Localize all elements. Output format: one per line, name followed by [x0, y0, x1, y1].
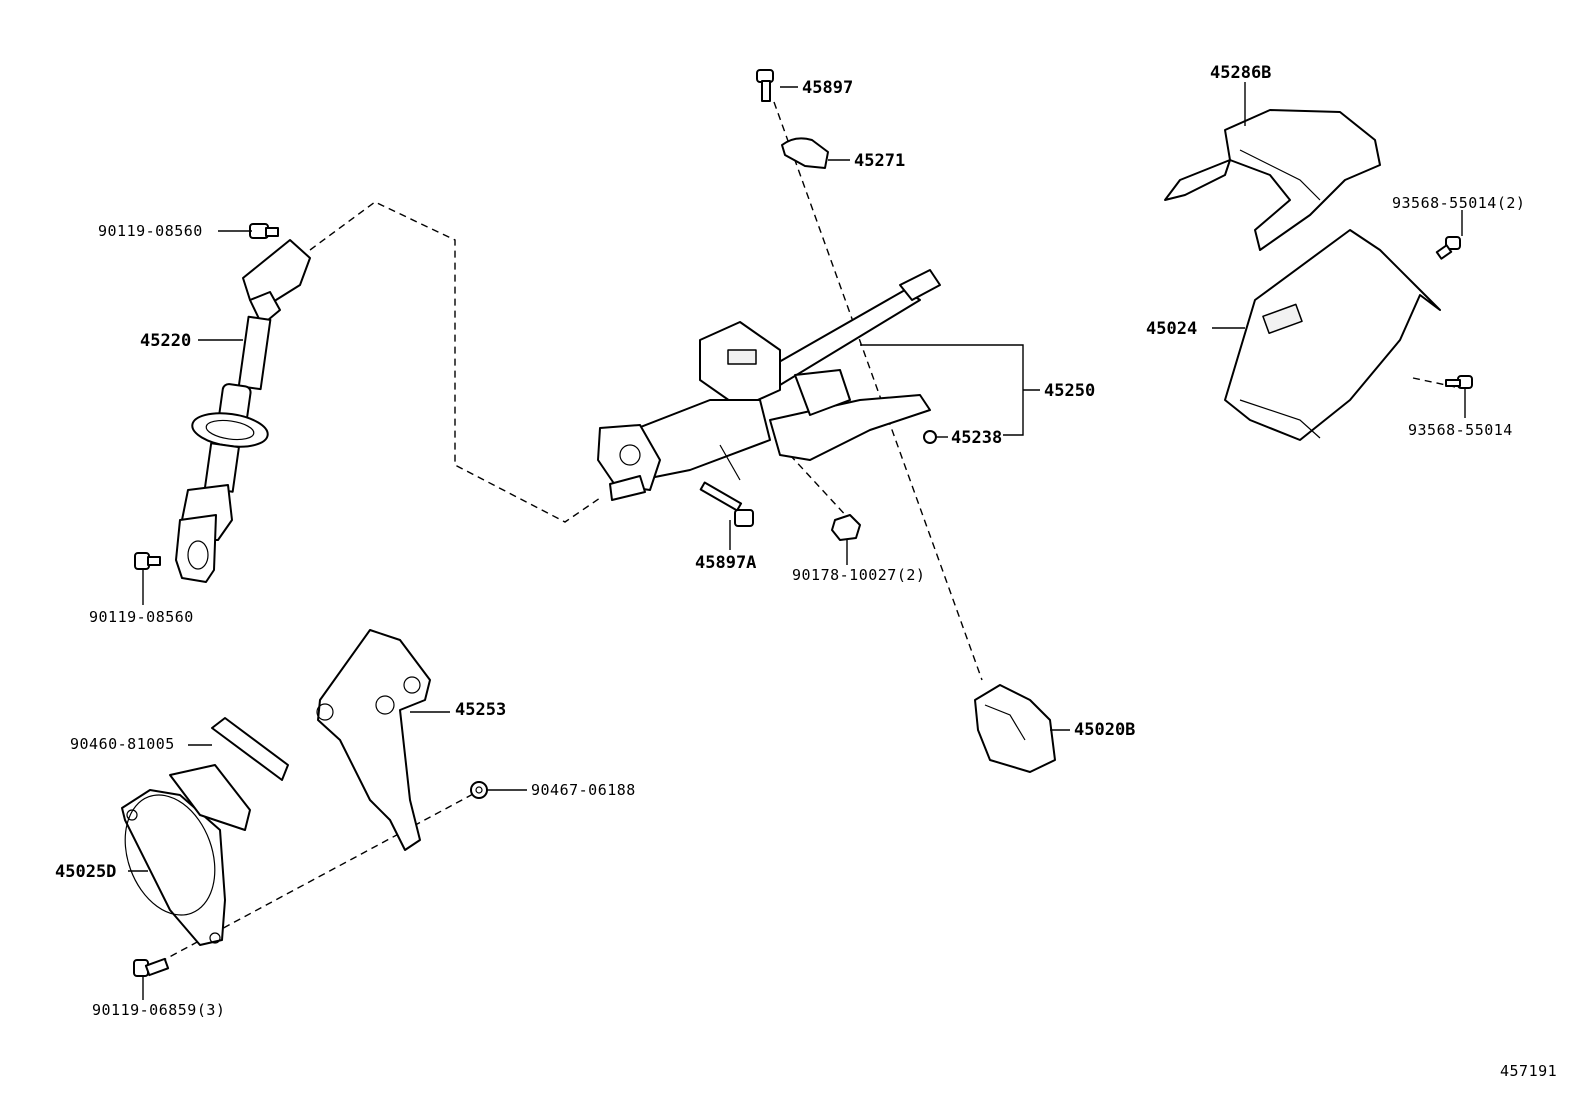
label-45025D: 45025D — [55, 862, 116, 882]
label-45024: 45024 — [1146, 319, 1197, 339]
bolt-90119-top-icon[interactable] — [249, 223, 279, 239]
bolt-90119-06859-icon[interactable] — [133, 957, 170, 977]
column-cover-lower-45024[interactable] — [1224, 229, 1441, 441]
label-45250: 45250 — [1044, 381, 1095, 401]
label-90460-81005: 90460-81005 — [70, 735, 175, 753]
bolt-45897A-icon[interactable] — [699, 481, 754, 527]
bolt-90119-bottom-icon[interactable] — [134, 552, 161, 570]
label-90467-06188: 90467-06188 — [531, 781, 636, 799]
connector-axis-top — [773, 101, 983, 681]
label-45897: 45897 — [802, 78, 853, 98]
label-90119-08560-bottom: 90119-08560 — [89, 608, 194, 626]
clip-90467-icon[interactable] — [470, 781, 488, 799]
column-bracket-45253[interactable] — [316, 629, 431, 851]
label-45271: 45271 — [854, 151, 905, 171]
intermediate-shaft-45220[interactable] — [175, 239, 311, 583]
bolt-45897-icon[interactable] — [756, 69, 774, 102]
screw-93568-lower-icon[interactable] — [1445, 375, 1473, 389]
label-45020B: 45020B — [1074, 720, 1135, 740]
clip-45271-icon[interactable] — [781, 137, 829, 169]
label-93568-55014: 93568-55014 — [1408, 421, 1513, 439]
label-45253: 45253 — [455, 700, 506, 720]
label-45238: 45238 — [951, 428, 1002, 448]
seal-90460-icon[interactable] — [211, 717, 289, 781]
column-cover-upper-45286B[interactable] — [1164, 109, 1381, 251]
connector-nut-90178 — [789, 454, 851, 521]
label-90119-06859-3: 90119-06859(3) — [92, 1001, 225, 1019]
dust-boot-45025D[interactable] — [109, 764, 251, 946]
nut-45238-icon[interactable] — [923, 430, 937, 444]
steering-column-45250[interactable] — [597, 269, 941, 501]
label-45897A: 45897A — [695, 553, 756, 573]
lock-housing-45020B[interactable] — [974, 684, 1056, 773]
label-45220: 45220 — [140, 331, 191, 351]
diagram-id: 457191 — [1500, 1062, 1557, 1080]
screw-93568-upper-icon[interactable] — [1435, 236, 1461, 260]
label-45286B: 45286B — [1210, 63, 1271, 83]
label-90119-08560-top: 90119-08560 — [98, 222, 203, 240]
label-90178-10027-2: 90178-10027(2) — [792, 566, 925, 584]
label-93568-55014-2: 93568-55014(2) — [1392, 194, 1525, 212]
nut-90178-icon[interactable] — [831, 514, 861, 541]
connector-shaft-to-column — [309, 201, 601, 523]
